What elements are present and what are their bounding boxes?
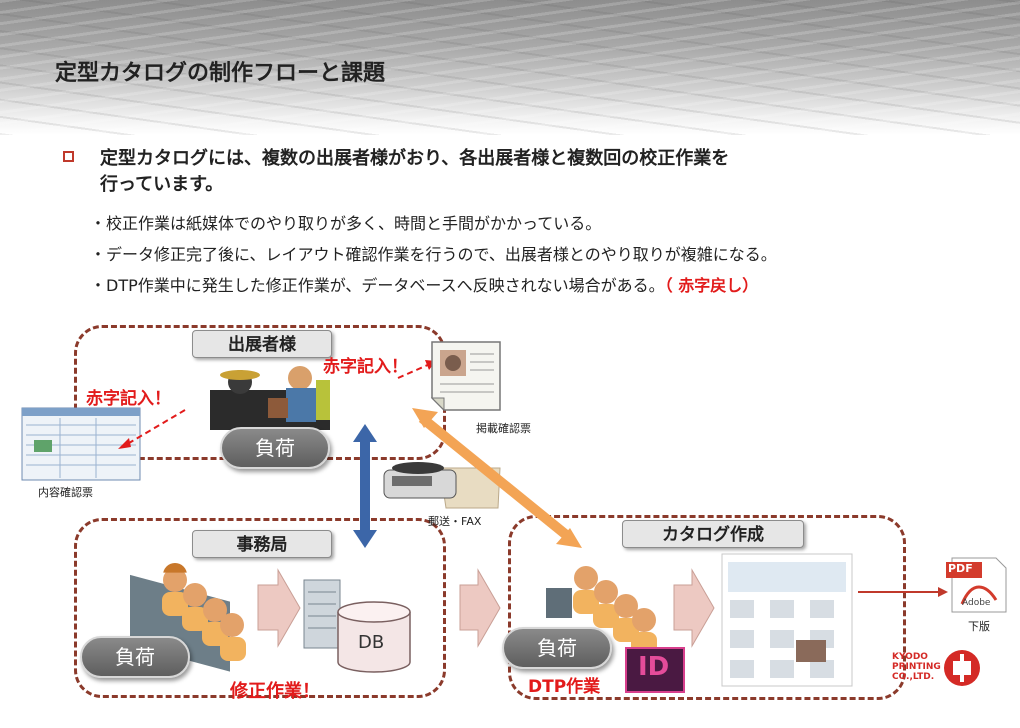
office-label: 事務局 xyxy=(192,530,332,558)
orange-double-arrow xyxy=(412,408,582,548)
slide-title: 定型カタログの制作フローと課題 xyxy=(55,61,386,86)
dtp-work-label: DTP作業 xyxy=(528,677,601,697)
red-entry-right: 赤字記入！ xyxy=(323,357,408,377)
main-point-line1: 定型カタログには、複数の出展者様がおり、各出展者様と複数回の校正作業を xyxy=(100,148,730,169)
indesign-icon xyxy=(625,647,685,693)
red-dashed-arrow-left xyxy=(123,409,186,447)
catalog-box xyxy=(508,515,906,700)
kyodo-logo xyxy=(944,650,980,686)
pink-flow-arrows xyxy=(257,568,715,648)
blue-double-arrow xyxy=(353,424,377,548)
database-icon xyxy=(303,579,411,673)
kyodo-line3: CO.,LTD. xyxy=(892,672,935,682)
catalog-label: カタログ作成 xyxy=(622,520,804,548)
kyodo-text: KYODO PRINTING CO.,LTD. xyxy=(892,652,941,682)
publish-confirm-sheet-icon xyxy=(430,341,501,412)
final-caption: 下版 xyxy=(968,620,990,633)
sub-point-2: ・データ修正完了後に、レイアウト確認作業を行うので、出展者様とのやり取りが複雑に… xyxy=(90,245,777,264)
content-confirm-sheet-icon xyxy=(21,407,141,481)
indesign-label: ID xyxy=(638,652,670,682)
red-entry-left: 赤字記入！ xyxy=(86,389,171,409)
fax-machine-icon xyxy=(383,462,501,509)
fix-work-label: 修正作業！ xyxy=(230,681,320,702)
exhibitor-people-icon xyxy=(210,366,330,430)
sub-point-3: ・DTP作業中に発生した修正作業が、データベースへ反映されない場合がある。（ 赤… xyxy=(90,272,758,296)
pdf-label: PDF xyxy=(948,562,973,575)
kyodo-line2: PRINTING xyxy=(892,662,941,672)
red-return-note: （ 赤字戻し） xyxy=(664,276,759,295)
header-background xyxy=(0,0,1020,135)
db-label: DB xyxy=(358,632,385,653)
main-point-line2: 行っています。 xyxy=(100,174,224,195)
catalog-pages-icon xyxy=(721,553,853,687)
red-dashed-arrow-right xyxy=(397,363,431,379)
mail-fax-caption: 郵送・FAX xyxy=(428,515,482,528)
sub-point-3-text: ・DTP作業中に発生した修正作業が、データベースへ反映されない場合がある。 xyxy=(90,276,665,295)
sub-point-1: ・校正作業は紙媒体でのやり取りが多く、時間と手間がかかっている。 xyxy=(90,214,602,233)
bullet-square-icon xyxy=(63,151,74,162)
load-badge-exhibitor: 負荷 xyxy=(220,427,330,469)
exhibitor-label: 出展者様 xyxy=(192,330,332,358)
load-badge-office: 負荷 xyxy=(80,636,190,678)
load-badge-catalog: 負荷 xyxy=(502,627,612,669)
kyodo-line1: KYODO xyxy=(892,652,928,662)
office-box xyxy=(74,518,446,698)
adobe-label: Adobe xyxy=(962,598,991,608)
pdf-icon xyxy=(946,557,1007,613)
content-confirm-caption: 内容確認票 xyxy=(38,486,93,499)
publish-confirm-caption: 掲載確認票 xyxy=(476,422,531,435)
